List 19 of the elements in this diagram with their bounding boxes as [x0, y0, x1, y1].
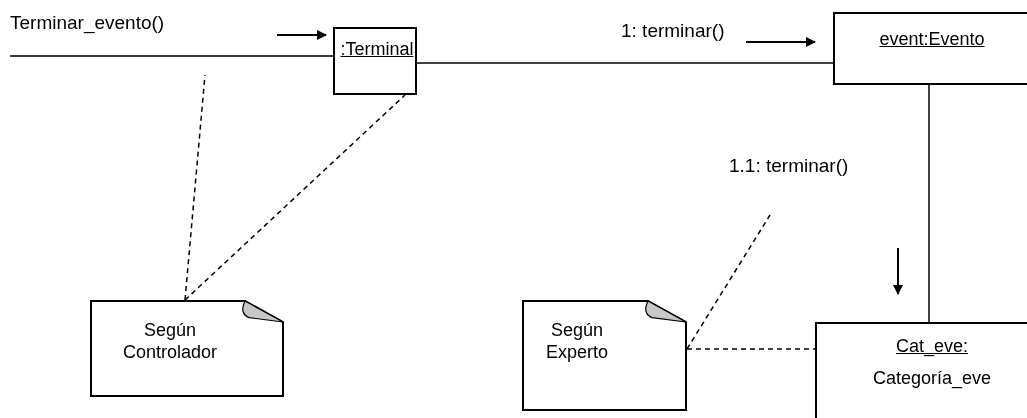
object-box: [815, 322, 1027, 418]
object-name: :Terminal: [340, 39, 414, 61]
connector-line: [928, 84, 930, 323]
note-text: Según Experto: [544, 320, 609, 364]
connector-line: [9, 55, 334, 57]
object-box: [333, 27, 417, 95]
class-name: Categoría_eve: [872, 368, 992, 390]
note-text: Según Controlador: [121, 320, 219, 364]
message-label: Terminar_evento(): [10, 12, 165, 35]
leader-line: [184, 74, 206, 301]
message-label: 1: terminar(): [621, 20, 725, 43]
leader-line: [184, 94, 406, 301]
object-name: Cat_eve:: [896, 336, 968, 358]
message-label: 1.1: terminar(): [729, 155, 849, 178]
object-box: [833, 12, 1027, 85]
leader-line: [686, 214, 771, 350]
object-name: event:Evento: [879, 29, 985, 51]
leader-line: [686, 348, 816, 350]
connector-line: [416, 62, 834, 64]
